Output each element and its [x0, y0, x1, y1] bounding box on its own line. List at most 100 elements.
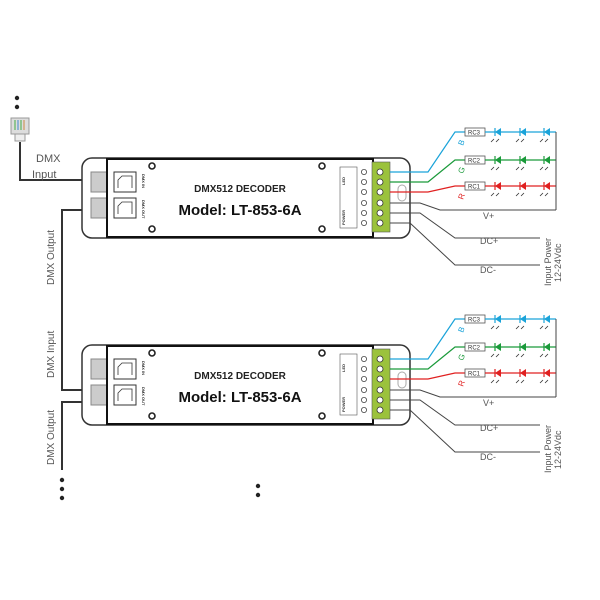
terminal-screw-icon: [376, 178, 384, 186]
terminal-screw-icon: [376, 406, 384, 414]
screw-icon: [318, 162, 326, 170]
rj45-jack-icon: [113, 197, 137, 219]
screw-icon: [148, 225, 156, 233]
wire-dcminus: [390, 409, 540, 453]
rj45-jack-icon: [113, 384, 137, 406]
dcminus-label: DC-: [480, 265, 496, 275]
dmx-in-port-label: DMX IN: [141, 361, 146, 375]
indicator-icon: [360, 188, 367, 195]
screw-icon: [148, 349, 156, 357]
terminal-block: [371, 161, 391, 233]
led-icon: [515, 369, 526, 384]
terminal-screw-icon: [376, 209, 384, 217]
indicator-icon: [360, 406, 367, 413]
input-power-label: Input Power: [543, 425, 553, 473]
dmx-out-connector: [90, 197, 108, 219]
continuation-dots: [14, 95, 261, 501]
decoder-panel: [106, 345, 374, 425]
led-icon: [539, 315, 550, 330]
rj45-jack-icon: [113, 358, 137, 380]
resistor-label: RC2: [468, 346, 481, 352]
wire-r: [390, 372, 465, 380]
led-icon: [515, 315, 526, 330]
vplus-label: V+: [483, 211, 494, 221]
led-icon: [490, 182, 501, 197]
screw-icon: [318, 412, 326, 420]
indicator-icon: [360, 386, 367, 393]
dmx-out-port-label: DMX OUT: [141, 387, 146, 406]
vplus-label: V+: [483, 398, 494, 408]
decoder-title: DMX512 DECODER: [194, 371, 286, 382]
terminal-screw-icon: [376, 219, 384, 227]
terminal-block: [371, 348, 391, 420]
indicator-icon: [360, 178, 367, 185]
led-power-legend: [339, 353, 358, 416]
wire-b: [390, 131, 465, 173]
led-icon: [490, 128, 501, 143]
led-icon: [539, 369, 550, 384]
rj45-jack-icon: [113, 171, 137, 193]
led-icon: [539, 343, 550, 358]
resistor-label: RC2: [468, 159, 481, 165]
led-icon: [490, 343, 501, 358]
dmx-input-label-line2: Input: [32, 169, 56, 181]
wire-r: [390, 185, 465, 193]
led-icon: [515, 343, 526, 358]
terminal-screw-icon: [376, 168, 384, 176]
led-icon: [490, 315, 501, 330]
power-label: POWER: [341, 397, 346, 412]
decoder-panel: [106, 158, 374, 238]
cable-clip: [397, 184, 407, 202]
dcplus-label: DC+: [480, 423, 498, 433]
indicator-icon: [360, 355, 367, 362]
indicator-icon: [360, 209, 367, 216]
rj45-socket-icon: [117, 388, 133, 401]
screw-icon: [148, 162, 156, 170]
terminal-screw-icon: [376, 386, 384, 394]
terminal-screw-icon: [376, 355, 384, 363]
dmx-in-connector: [90, 358, 108, 380]
led-icon: [490, 369, 501, 384]
decoder-title: DMX512 DECODER: [194, 184, 286, 195]
rj45-socket-icon: [117, 362, 133, 375]
wire-dcplus: [390, 399, 540, 426]
indicator-icon: [360, 168, 367, 175]
dmx-input-label-line1: DMX: [36, 153, 61, 165]
dcminus-label: DC-: [480, 452, 496, 462]
led-icon: [539, 156, 550, 171]
wire-vplus: [390, 202, 556, 211]
cable-clip: [397, 371, 407, 389]
rj45-socket-icon: [117, 201, 133, 214]
resistor-label: RC3: [468, 131, 481, 137]
indicator-icon: [360, 219, 367, 226]
led-icon: [539, 128, 550, 143]
dmx-input-cable: [19, 142, 92, 181]
wire-g: [390, 159, 465, 183]
terminal-screw-icon: [376, 199, 384, 207]
dmx-output-label-2: DMX Output: [46, 410, 57, 465]
dcplus-label: DC+: [480, 236, 498, 246]
dmx-in-connector: [90, 171, 108, 193]
power-label: POWER: [341, 210, 346, 225]
dmx-link-cable: [61, 209, 92, 391]
wire-vplus: [390, 389, 556, 398]
terminal-screw-icon: [376, 375, 384, 383]
channel-letter: G: [456, 166, 467, 175]
led-power-legend: [339, 166, 358, 229]
indicator-icon: [360, 199, 367, 206]
led-icon: [490, 156, 501, 171]
led-label: LED: [341, 364, 346, 372]
resistor-label: RC1: [468, 372, 481, 378]
dmx-out-connector: [90, 384, 108, 406]
wire-g: [390, 346, 465, 370]
channel-letter: B: [456, 326, 466, 334]
led-icon: [515, 128, 526, 143]
rj45-plug-icon: [10, 117, 30, 142]
dmx-out-port-label: DMX OUT: [141, 200, 146, 219]
dmx-in-port-label: DMX IN: [141, 174, 146, 188]
terminal-screw-icon: [376, 396, 384, 404]
terminal-screw-icon: [376, 365, 384, 373]
